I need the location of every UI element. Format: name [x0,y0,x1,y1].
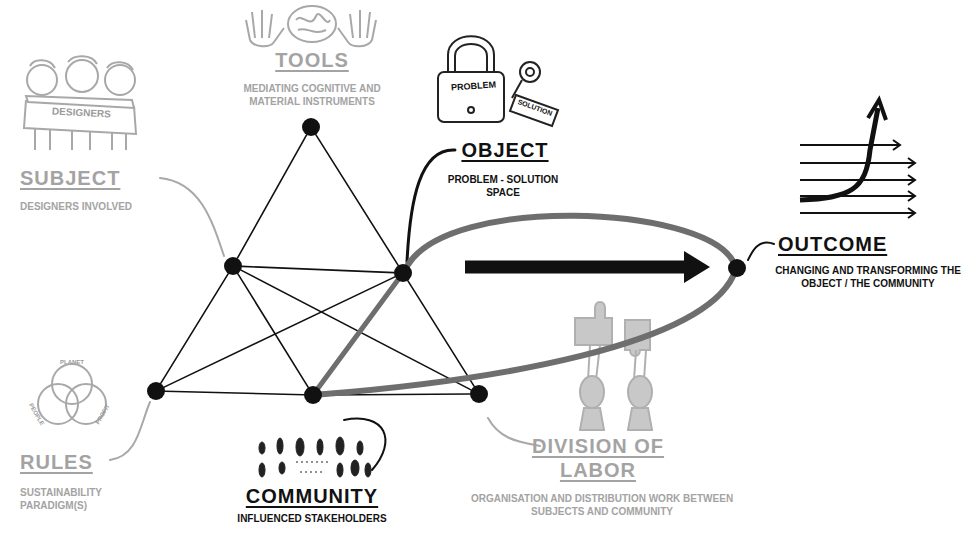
venn-illustration [38,364,106,424]
activity-node: RULESSUSTAINABILITY PARADIGM(S) [147,382,165,400]
node-description: MEDIATING COGNITIVE AND MATERIAL INSTRUM… [222,82,402,108]
node-description: CHANGING AND TRANSFORMING THE OBJECT / T… [768,264,968,290]
node-heading: COMMUNITY [232,484,392,508]
designers-illustration [24,56,136,150]
lock-key-illustration [438,36,558,126]
outcome-curve [408,216,733,266]
node-description: DESIGNERS INVOLVED [20,200,170,213]
triangle-line [161,274,229,384]
triangle-line [316,135,398,266]
triangle-line [242,266,394,272]
activity-node: OUTCOMECHANGING AND TRANSFORMING THE OBJ… [728,259,746,277]
tools-illustration [246,6,376,46]
node-description: SUSTAINABILITY PARADIGM(S) [20,486,130,512]
node-heading: DIVISION OF LABOR [528,434,668,482]
activity-node: OBJECTPROBLEM - SOLUTION SPACE [394,264,412,282]
illustration-label: DESIGNERS [52,106,111,118]
node-description: PROBLEM - SOLUTION SPACE [433,173,573,199]
triangle-line [237,135,306,258]
node-heading: OBJECT [430,138,580,162]
node-heading: SUBJECT [20,166,170,190]
triangle-line [408,281,474,387]
node-heading: TOOLS [232,48,392,72]
illustration-label: PROFIT [94,403,113,427]
node-heading: RULES [20,450,140,474]
triangle-line [241,270,471,390]
activity-node: DIVISION OF LABORORGANISATION AND DISTRI… [470,385,488,403]
triangle-line [238,274,309,388]
growth-chart-illustration [800,100,915,218]
illustration-label: PEOPLE [26,402,46,428]
activity-node: TOOLSMEDIATING COGNITIVE AND MATERIAL IN… [302,118,320,136]
node-description: INFLUENCED STAKEHOLDERS [222,512,402,525]
node-description: ORGANISATION AND DISTRIBUTION WORK BETWE… [462,492,742,518]
people-illustration [259,437,371,477]
puzzle-figures-illustration [575,302,652,430]
illustration-label: PLANET [60,358,84,367]
node-heading: OUTCOME [778,232,928,256]
triangle-line [318,280,397,388]
activity-node: COMMUNITYINFLUENCED STAKEHOLDERS [304,386,322,404]
outcome-curve [322,276,733,394]
activity-node: SUBJECTDESIGNERS INVOLVED [224,257,242,275]
leader-lines [110,150,774,470]
illustration-label: PROBLEM [451,80,497,92]
triangle-line [165,391,304,395]
transformation-arrow [465,251,710,283]
